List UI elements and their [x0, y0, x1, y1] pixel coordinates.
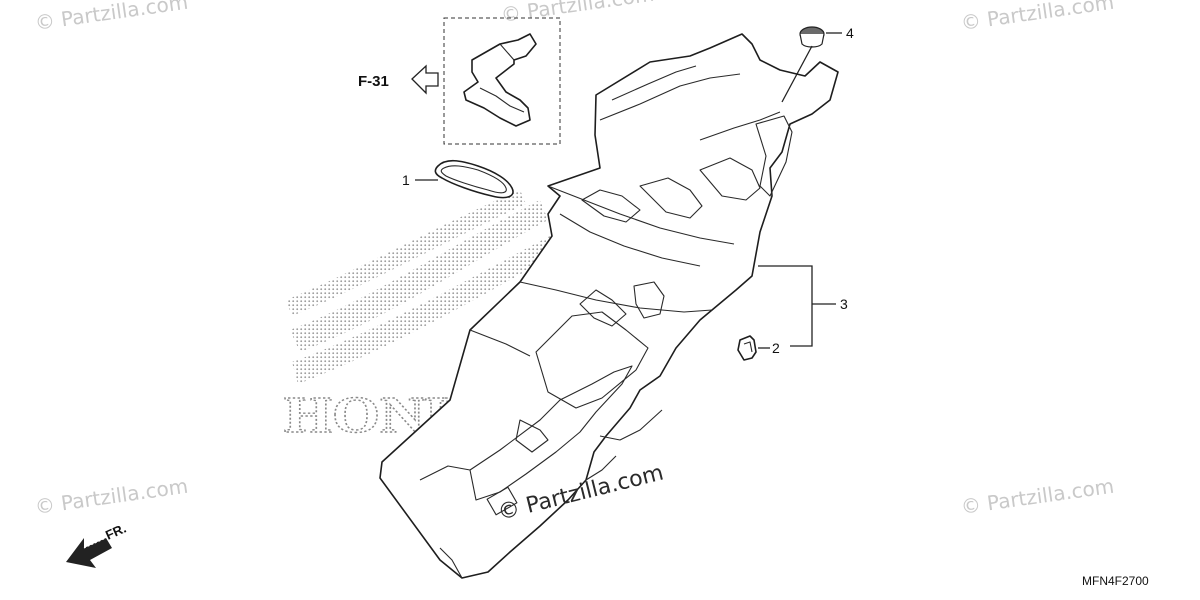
front-direction-label: FR. [103, 521, 128, 543]
callout-3-label: 3 [840, 296, 848, 312]
diagram-code: MFN4F2700 [1082, 574, 1149, 588]
reference-arrow: F-31 [358, 64, 439, 95]
callout-4-label: 4 [846, 25, 854, 41]
callout-2-label: 2 [772, 340, 780, 356]
front-arrow-icon [66, 538, 112, 568]
front-direction-indicator: FR. [66, 521, 128, 568]
watermark-bottom-right: © Partzilla.com [959, 474, 1115, 519]
part-2-clip: 2 [737, 335, 780, 361]
reference-box [443, 17, 561, 145]
rear-inner-fender [379, 33, 839, 579]
reference-label: F-31 [358, 73, 389, 90]
reference-arrow-icon [411, 64, 439, 95]
watermark-top-right: © Partzilla.com [959, 0, 1115, 35]
watermark-top-left: © Partzilla.com [33, 0, 189, 35]
watermark-top-center: © Partzilla.com [499, 0, 655, 27]
callout-1-label: 1 [402, 172, 410, 188]
part-3-bracket: 3 [758, 265, 848, 347]
part-1-seal: 1 [402, 159, 514, 199]
part-4-grommet: 4 [781, 25, 854, 103]
watermark-bottom-left: © Partzilla.com [33, 474, 189, 519]
